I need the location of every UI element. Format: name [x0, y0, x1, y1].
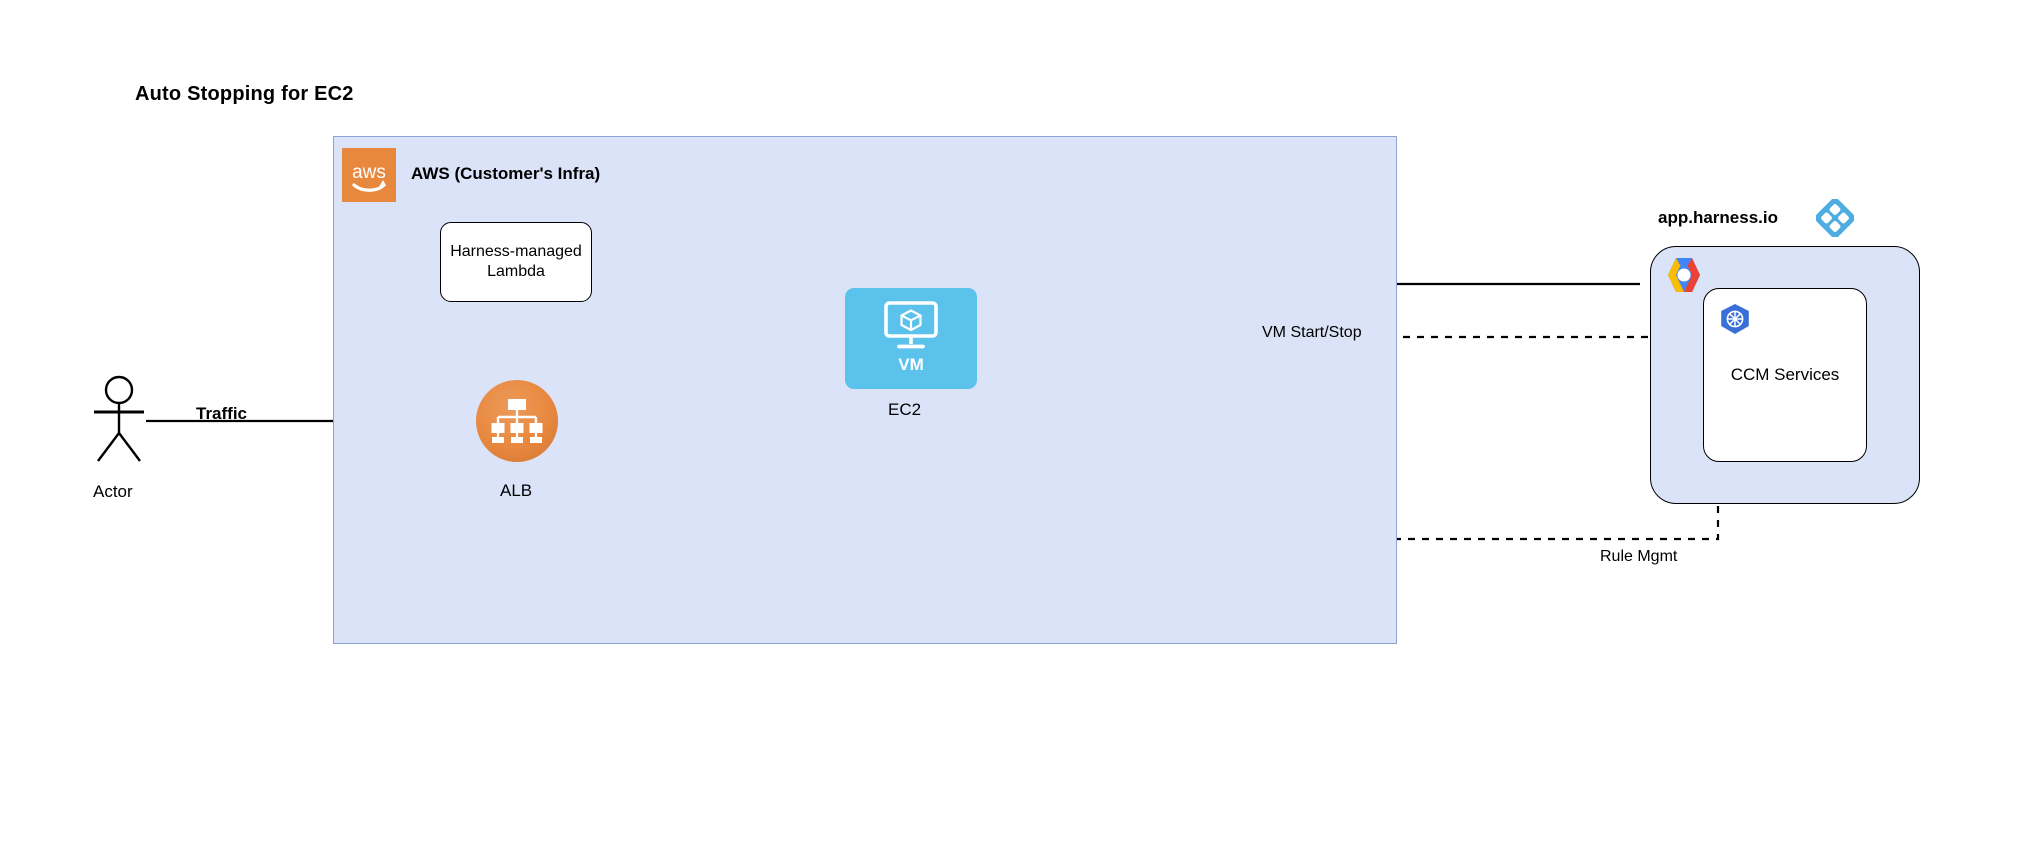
harness-title: app.harness.io: [1658, 208, 1778, 227]
kubernetes-helm-icon: [1718, 303, 1752, 337]
alb-node[interactable]: [476, 380, 558, 462]
ec2-vm-node[interactable]: VM: [845, 288, 977, 389]
lambda-label: Harness-managed Lambda: [450, 242, 582, 280]
rule-mgmt-edge-label: Rule Mgmt: [1600, 548, 1678, 565]
ccm-services-label: CCM Services: [1730, 365, 1840, 384]
svg-text:aws: aws: [352, 162, 386, 183]
gcp-hexagon-icon: [1664, 256, 1704, 294]
vm-start-stop-edge-label: VM Start/Stop: [1258, 324, 1366, 342]
lambda-node[interactable]: Harness-managed Lambda: [440, 222, 592, 302]
aws-container-label: AWS (Customer's Infra): [411, 164, 601, 183]
harness-diamond-logo-icon: [1815, 198, 1855, 238]
actor-label: Actor: [93, 482, 133, 501]
page-title: Auto Stopping for EC2: [135, 83, 354, 105]
vm-monitor-cube-icon: [884, 301, 938, 349]
vm-inner-label: VM: [898, 355, 924, 374]
ec2-caption: EC2: [888, 400, 922, 419]
load-balancer-tree-icon: [491, 399, 543, 443]
alb-label: ALB: [500, 481, 533, 500]
aws-logo-icon: aws: [342, 148, 396, 202]
actor-node[interactable]: [88, 375, 150, 463]
stick-figure-icon: [94, 375, 144, 462]
traffic-edge-label: Traffic: [196, 404, 248, 423]
